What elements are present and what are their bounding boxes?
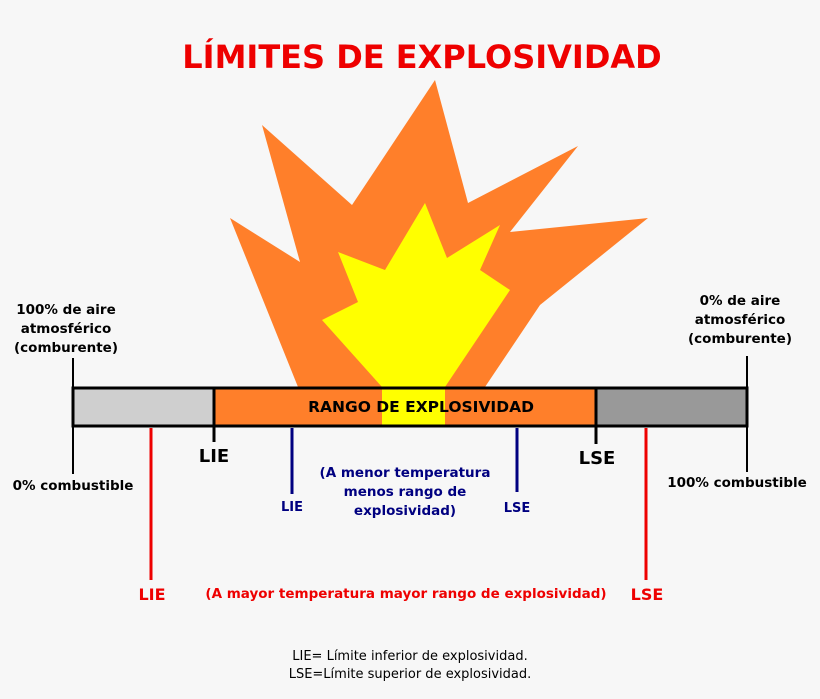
- bar-flame-core: [382, 388, 445, 426]
- bar-air-segment: [73, 388, 214, 426]
- high-temp-note: (A mayor temperatura mayor rango de expl…: [205, 586, 607, 602]
- high-temp-lie-label: LIE: [138, 585, 166, 604]
- right-bottom-label: 100% combustible: [667, 475, 807, 491]
- low-temp-lie-label: LIE: [280, 500, 303, 515]
- lie-label: LIE: [198, 446, 230, 467]
- right-top-label: 0% de aire atmosférico (comburente): [688, 293, 792, 347]
- lse-label: LSE: [578, 448, 616, 469]
- bar-fuel-segment: [596, 388, 747, 426]
- footer-lse-definition: LSE=Límite superior de explosividad.: [288, 667, 532, 682]
- bar-outline: [71, 386, 749, 428]
- explosion-inner-flame: [322, 203, 510, 387]
- explosion-outer-flame: [230, 80, 648, 387]
- low-temp-note: (A menor temperatura menos rango de expl…: [319, 465, 491, 519]
- bar-range-label: RANGO DE EXPLOSIVIDAD: [308, 398, 534, 416]
- footer-lie-definition: LIE= Límite inferior de explosividad.: [292, 649, 528, 664]
- low-temp-lse-label: LSE: [503, 501, 531, 516]
- diagram-title: LÍMITES DE EXPLOSIVIDAD: [182, 38, 662, 76]
- left-bottom-label: 0% combustible: [12, 478, 134, 494]
- high-temp-lse-label: LSE: [630, 585, 664, 604]
- left-top-label: 100% de aire atmosférico (comburente): [14, 302, 118, 356]
